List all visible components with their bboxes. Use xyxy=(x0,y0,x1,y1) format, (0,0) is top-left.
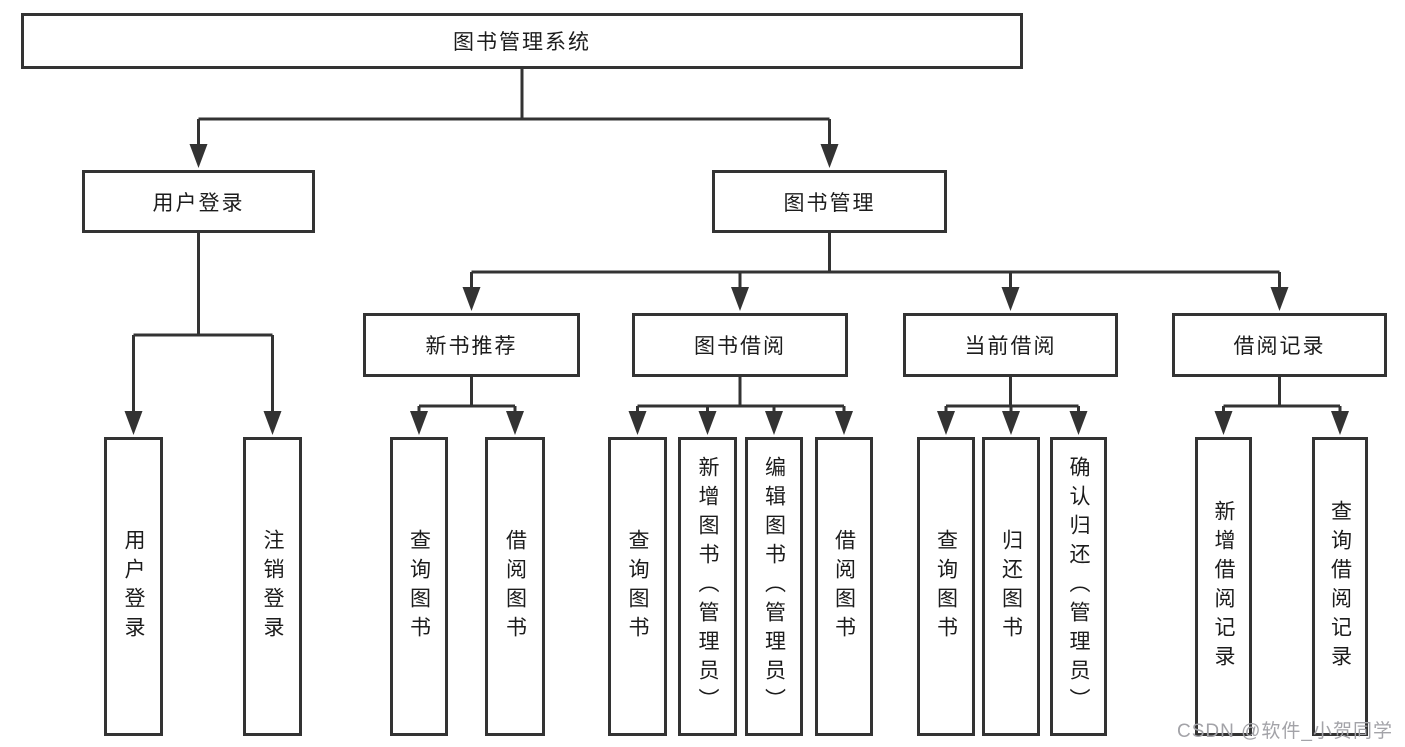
leaf-return-book: 归还图书 xyxy=(982,437,1040,736)
connector-root-to-level2 xyxy=(197,66,831,146)
leaf-borrow-books: 借阅图书 xyxy=(815,437,873,736)
leaf-label: 编辑图书（管理员） xyxy=(762,456,786,717)
leaf-label: 归还图书 xyxy=(999,528,1023,645)
arrow-icon xyxy=(937,411,955,435)
leaf-label: 查询图书 xyxy=(626,528,649,645)
node-user-login: 用户登录 xyxy=(82,170,315,233)
leaf-label: 查询借阅记录 xyxy=(1328,499,1352,674)
arrow-icon xyxy=(506,411,524,435)
leaf-label: 用户登录 xyxy=(122,528,145,645)
arrow-icon xyxy=(1069,411,1088,435)
arrow-icon xyxy=(765,411,783,435)
leaf-label: 确认归还（管理员） xyxy=(1067,456,1090,717)
leaf-query-books-borrow: 查询图书 xyxy=(608,437,667,736)
arrow-icon xyxy=(124,411,143,435)
connector-bookmgmt-to-level3 xyxy=(470,231,1281,289)
leaf-label: 新增图书（管理员） xyxy=(696,456,719,717)
arrow-icon xyxy=(1214,411,1233,435)
leaf-confirm-return-admin: 确认归还（管理员） xyxy=(1050,437,1107,736)
connector-userlogin-to-leaves xyxy=(132,231,274,413)
arrow-icon xyxy=(628,411,647,435)
arrow-icon xyxy=(1001,287,1020,311)
arrow-icon xyxy=(698,411,717,435)
arrow-icon xyxy=(835,411,853,435)
node-book-management: 图书管理 xyxy=(712,170,947,233)
connector-borrowrecords-to-leaves xyxy=(1222,375,1342,413)
arrow-icon xyxy=(1331,411,1349,435)
leaf-add-borrow-record: 新增借阅记录 xyxy=(1195,437,1252,736)
leaf-add-book-admin: 新增图书（管理员） xyxy=(678,437,737,736)
arrow-icon xyxy=(731,287,749,311)
arrowheads xyxy=(124,144,1349,435)
arrow-icon xyxy=(1002,411,1020,435)
node-new-book-recommend: 新书推荐 xyxy=(363,313,580,377)
arrow-icon xyxy=(263,411,282,435)
leaf-label: 新增借阅记录 xyxy=(1212,499,1235,674)
leaf-label: 借阅图书 xyxy=(503,528,527,645)
leaf-query-books-recommend: 查询图书 xyxy=(390,437,448,736)
arrow-icon xyxy=(1270,287,1289,311)
connector-newbookrec-to-leaves xyxy=(417,375,517,413)
leaf-edit-book-admin: 编辑图书（管理员） xyxy=(745,437,803,736)
leaf-query-books-current: 查询图书 xyxy=(917,437,975,736)
csdn-watermark: CSDN @软件_小贺同学 xyxy=(1177,721,1393,742)
leaf-user-login: 用户登录 xyxy=(104,437,163,736)
leaf-label: 查询图书 xyxy=(407,528,431,645)
connector-currentborrow-to-leaves xyxy=(944,375,1080,413)
node-current-borrow: 当前借阅 xyxy=(903,313,1118,377)
node-book-borrow: 图书借阅 xyxy=(632,313,848,377)
node-root: 图书管理系统 xyxy=(21,13,1023,69)
leaf-query-borrow-record: 查询借阅记录 xyxy=(1312,437,1368,736)
arrow-icon xyxy=(189,144,208,168)
connector-bookborrow-to-leaves xyxy=(636,375,846,413)
leaf-borrow-books-recommend: 借阅图书 xyxy=(485,437,545,736)
leaf-label: 查询图书 xyxy=(934,528,958,645)
arrow-icon xyxy=(820,144,839,168)
leaf-label: 借阅图书 xyxy=(832,528,856,645)
leaf-logout: 注销登录 xyxy=(243,437,302,736)
node-borrow-records: 借阅记录 xyxy=(1172,313,1387,377)
leaf-label: 注销登录 xyxy=(261,528,284,645)
arrow-icon xyxy=(410,411,428,435)
arrow-icon xyxy=(462,287,481,311)
